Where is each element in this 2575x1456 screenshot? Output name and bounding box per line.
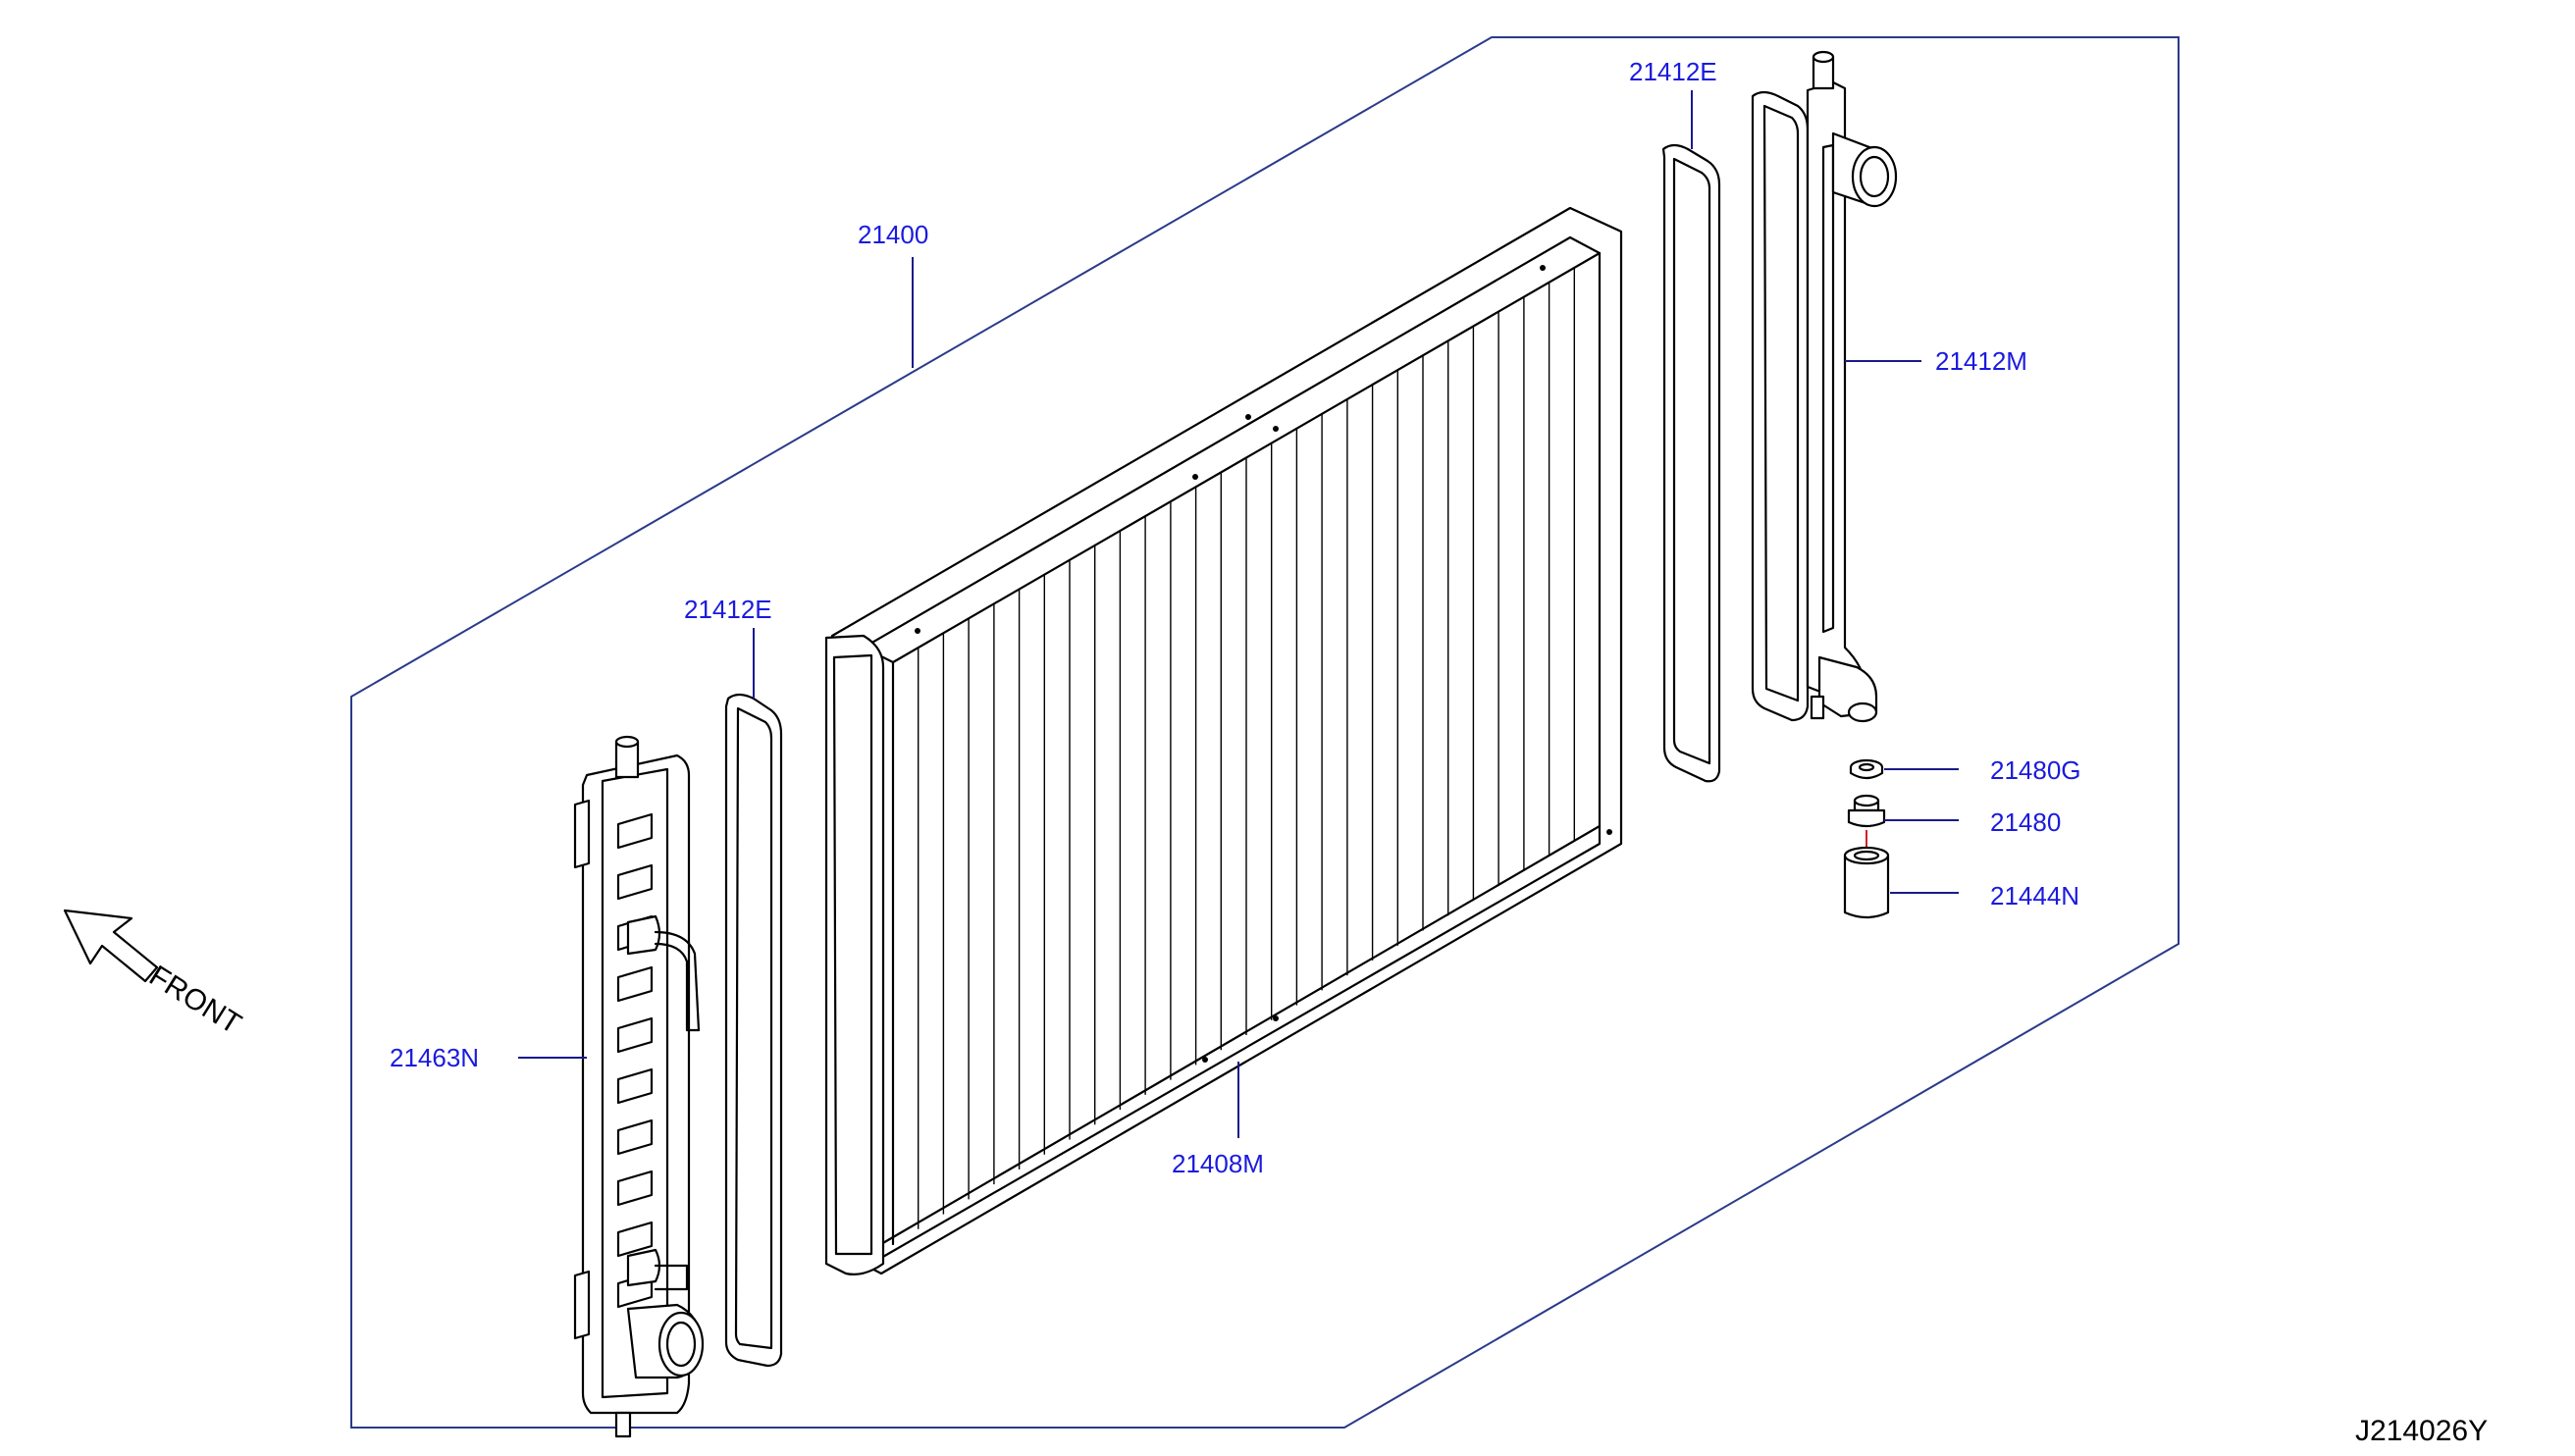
label-21480G: 21480G — [1990, 755, 2081, 785]
tank-slot — [616, 1221, 654, 1258]
tank-slot — [616, 812, 654, 850]
front-indicator: FRONT — [63, 909, 246, 1041]
left-tank — [573, 735, 705, 1438]
tank-slot — [616, 1016, 654, 1054]
core-fins — [892, 253, 1601, 1244]
front-label: FRONT — [143, 960, 246, 1041]
right-tank-gasket — [1661, 143, 1721, 783]
label-21480: 21480 — [1990, 807, 2061, 837]
label-21400: 21400 — [858, 220, 928, 249]
tank-slot — [616, 863, 654, 901]
right-tank — [1751, 50, 1898, 723]
label-21463N: 21463N — [390, 1043, 479, 1072]
left-tank-gasket — [724, 693, 783, 1368]
front-arrow-icon — [63, 909, 159, 983]
drain-plug — [1847, 794, 1886, 852]
label-21412E-right: 21412E — [1629, 57, 1717, 86]
label-21408M: 21408M — [1172, 1149, 1264, 1178]
drawing-id: J214026Y — [2355, 1415, 2488, 1447]
assembly-frame — [350, 36, 2180, 1429]
tank-slot — [616, 1067, 654, 1105]
tank-slot — [616, 965, 654, 1003]
tank-slot — [616, 1170, 654, 1207]
label-21444N: 21444N — [1990, 881, 2079, 910]
drain-plug-seal — [1849, 758, 1884, 780]
label-21412E-left: 21412E — [684, 595, 772, 624]
label-21412M: 21412M — [1935, 346, 2027, 376]
tank-slot — [616, 1118, 654, 1156]
radiator-core — [824, 206, 1623, 1275]
drain-hose — [1843, 846, 1890, 919]
